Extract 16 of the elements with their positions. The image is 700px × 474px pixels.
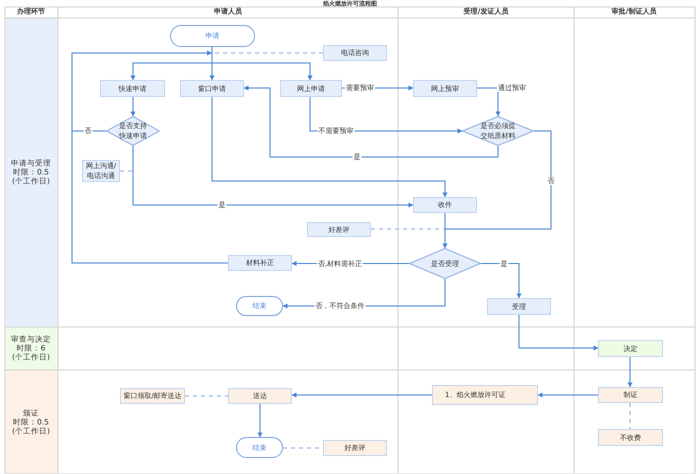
arrow [538, 392, 598, 398]
arrow [442, 212, 448, 248]
arrow [132, 146, 414, 208]
arrow [212, 96, 448, 198]
arrow [72, 50, 228, 264]
dashed-connector [213, 52, 324, 54]
arrow [130, 96, 136, 116]
arrow [518, 314, 598, 350]
dashed-connector [120, 170, 134, 172]
arrow [476, 88, 500, 116]
arrow [480, 263, 522, 298]
dashed-connector [370, 228, 446, 230]
arrow [258, 404, 262, 438]
arrow [292, 392, 432, 398]
arrow [244, 86, 498, 158]
arrow [628, 356, 632, 388]
